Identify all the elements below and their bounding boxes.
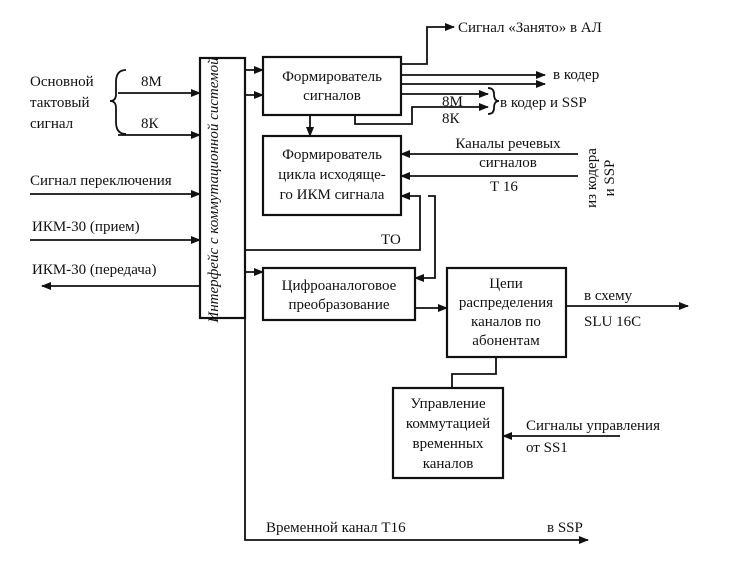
distribution-label-2: распределения — [459, 295, 553, 311]
slu-label: SLU 16C — [584, 314, 641, 330]
dac-label-2: преобразование — [288, 297, 389, 313]
distribution-to-control-link — [451, 357, 497, 388]
control-label-1: Сигналы управления — [526, 418, 660, 434]
signal-former-label-1: Формирователь — [282, 69, 382, 85]
interface-block: Интерфейс с коммутационной системой — [198, 57, 247, 324]
cycle-former-label-3: го ИКМ сигнала — [280, 187, 385, 203]
distribution-label-3: каналов по — [471, 314, 541, 330]
to-ssp-label: в SSP — [547, 520, 583, 536]
control-label-2: от SS1 — [526, 440, 568, 456]
switch-control-label-3: временных — [412, 436, 484, 452]
ikm-rx-input: ИКМ-30 (прием) — [30, 219, 201, 244]
switch-control-label-4: каналов — [423, 456, 474, 472]
dac-label-1: Цифроаналоговое — [282, 278, 397, 294]
from-coder-label-2: и SSP — [602, 160, 618, 197]
coder-output: в кодер — [401, 67, 599, 88]
distribution-label-4: абонентам — [472, 333, 540, 349]
clock-brace — [109, 69, 127, 135]
switch-control-block: Управление коммутацией временных каналов — [391, 386, 505, 480]
ikm-rx-label: ИКМ-30 (прием) — [32, 219, 140, 235]
signal-former-block: Формирователь сигналов — [261, 55, 403, 117]
to-loop: ТО — [245, 192, 436, 282]
out-8m-label: 8М — [442, 94, 463, 110]
switch-control-label-1: Управление — [410, 396, 486, 412]
clock-8m-label: 8М — [141, 74, 162, 90]
t16-in-label: Т 16 — [490, 179, 518, 195]
to-arrow — [245, 192, 421, 251]
out-8k-label: 8К — [442, 111, 461, 127]
switch-signal-label: Сигнал переключения — [30, 173, 172, 189]
voice-label-1: Каналы речевых — [455, 136, 561, 152]
cycle-former-label-1: Формирователь — [282, 147, 382, 163]
to-scheme-label: в схему — [584, 288, 633, 304]
distribution-label-1: Цепи — [489, 276, 523, 292]
cycle-former-block: Формирователь цикла исходяще- го ИКМ сиг… — [261, 134, 403, 217]
signal-former-label-2: сигналов — [303, 88, 361, 104]
slu-output: в схему SLU 16C — [566, 288, 689, 330]
interface-label-line1: Интерфейс с коммутационной системой — [206, 57, 222, 324]
clock-8k-label: 8К — [141, 116, 160, 132]
clock-label-3: сигнал — [30, 116, 74, 132]
distribution-block: Цепи распределения каналов по абонентам — [445, 266, 568, 359]
coder-ssp-output: 8М 8К в кодер и SSP — [354, 87, 587, 127]
cycle-former-label-2: цикла исходяще- — [278, 167, 385, 183]
from-coder-label-1: из кодера — [584, 148, 600, 208]
clock-input: Основной тактовый сигнал 8М 8К — [30, 69, 201, 139]
out-8k-arrow — [354, 103, 489, 125]
clock-label-2: тактовый — [30, 95, 90, 111]
dac-block: Цифроаналоговое преобразование — [261, 266, 417, 322]
clock-label-1: Основной — [30, 74, 94, 90]
switch-signal-input: Сигнал переключения — [30, 173, 201, 198]
time-channel-arrow — [244, 318, 589, 544]
voice-input: Каналы речевых сигналов Т 16 из кодера и… — [400, 136, 618, 208]
voice-label-2: сигналов — [479, 155, 537, 171]
control-input: Сигналы управления от SS1 — [502, 418, 660, 456]
busy-arrow — [400, 23, 455, 65]
ikm-tx-output: ИКМ-30 (передача) — [32, 262, 200, 290]
switch-control-label-2: коммутацией — [406, 416, 490, 432]
to-label: ТО — [381, 232, 401, 248]
busy-output: Сигнал «Занято» в АЛ — [400, 20, 602, 65]
busy-label: Сигнал «Занято» в АЛ — [458, 20, 602, 36]
ssp-brace — [487, 87, 500, 115]
to-coder-ssp-label: в кодер и SSP — [500, 95, 587, 111]
time-channel-label: Временной канал Т16 — [266, 520, 406, 536]
to-coder-label: в кодер — [553, 67, 599, 83]
ikm-tx-label: ИКМ-30 (передача) — [32, 262, 156, 278]
cycle-to-dac-arrow — [414, 195, 436, 282]
